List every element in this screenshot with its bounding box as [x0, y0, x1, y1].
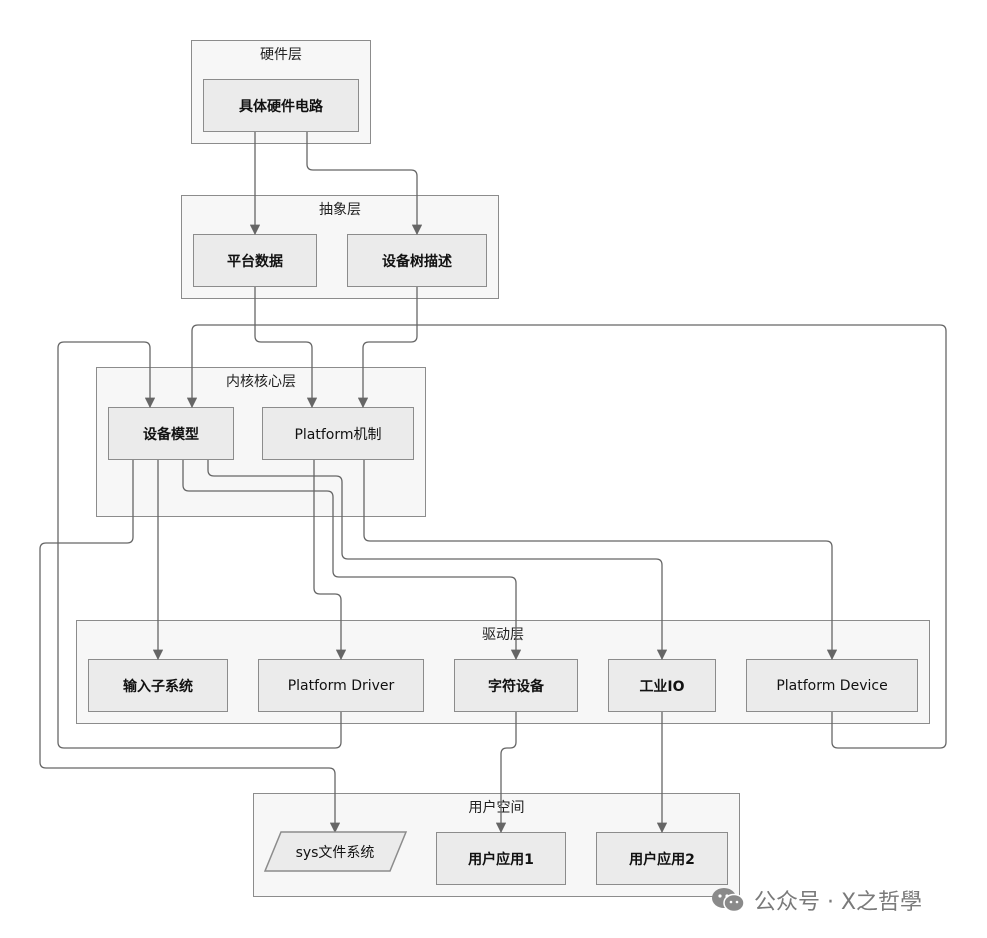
- node-char-device[interactable]: 字符设备: [454, 659, 578, 712]
- watermark-text: 公众号 · X之哲學: [754, 890, 923, 915]
- wechat-icon: [712, 888, 745, 913]
- node-circuit[interactable]: 具体硬件电路: [203, 79, 359, 132]
- group-hardware-label: 硬件层: [260, 47, 302, 63]
- node-user-app2[interactable]: 用户应用2: [596, 832, 728, 885]
- node-platform-driver[interactable]: Platform Driver: [258, 659, 424, 712]
- node-platform-mechanism[interactable]: Platform机制: [262, 407, 414, 460]
- node-device-model[interactable]: 设备模型: [108, 407, 234, 460]
- group-kernel-label: 内核核心层: [226, 374, 296, 390]
- group-driver-label: 驱动层: [482, 627, 524, 643]
- node-user-app1[interactable]: 用户应用1: [436, 832, 566, 885]
- node-sysfs[interactable]: sys文件系统: [295, 844, 375, 861]
- group-abstract-label: 抽象层: [319, 202, 361, 218]
- group-user-label: 用户空间: [468, 800, 525, 816]
- node-input-subsystem[interactable]: 输入子系统: [88, 659, 228, 712]
- node-industrial-io[interactable]: 工业IO: [608, 659, 716, 712]
- watermark: 公众号 · X之哲學: [710, 884, 922, 916]
- node-device-tree[interactable]: 设备树描述: [347, 234, 487, 287]
- node-platform-device[interactable]: Platform Device: [746, 659, 918, 712]
- node-platform-data[interactable]: 平台数据: [193, 234, 317, 287]
